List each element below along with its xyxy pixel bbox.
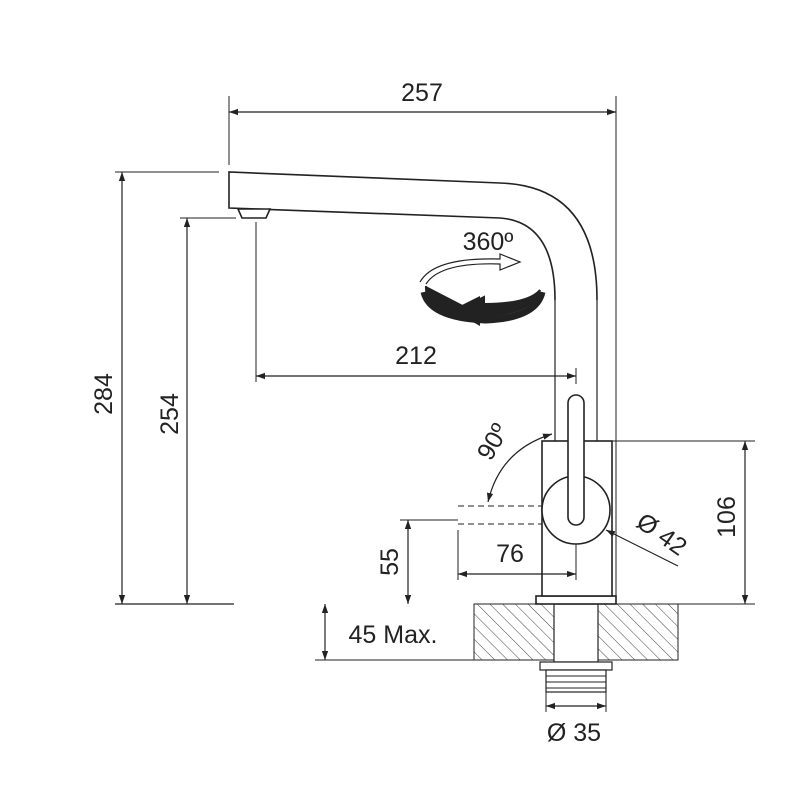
label-spout-rotation: 360º (463, 228, 514, 256)
aerator (236, 208, 272, 219)
dimension-lines (118, 108, 749, 710)
shank-nut (539, 661, 613, 671)
rotation-arc-top (419, 253, 522, 285)
rotation-band (420, 290, 546, 324)
handle-lever (567, 394, 585, 526)
base-flange (535, 595, 617, 605)
label-mount-diameter: Ø 35 (547, 719, 601, 747)
shank-tube (553, 603, 599, 663)
countertop-right-section (597, 603, 679, 661)
countertop-left-section (473, 603, 555, 661)
label-overall-height: 284 (90, 373, 118, 415)
label-body-height: 106 (713, 496, 741, 538)
label-handle-rotation: 90º (472, 419, 515, 465)
shank-thread (545, 669, 607, 693)
mounting-shank (539, 603, 613, 693)
label-spout-reach: 212 (395, 342, 437, 370)
dimension-labels: 257 284 254 360º 212 90º Ø 42 106 55 76 … (90, 79, 741, 747)
label-handle-diameter: Ø 42 (631, 507, 691, 561)
rotation-360-icon (419, 253, 546, 326)
label-handle-clearance: 76 (496, 540, 524, 568)
label-overall-width: 257 (401, 79, 443, 107)
leader-42 (605, 529, 679, 567)
arc-90 (486, 433, 553, 503)
label-spout-height: 254 (156, 393, 184, 435)
rotation-arrow-head (452, 296, 480, 326)
label-handle-height: 55 (376, 548, 404, 576)
label-deck-thickness: 45 Max. (349, 621, 438, 649)
faucet (228, 171, 617, 605)
spout (228, 171, 598, 301)
